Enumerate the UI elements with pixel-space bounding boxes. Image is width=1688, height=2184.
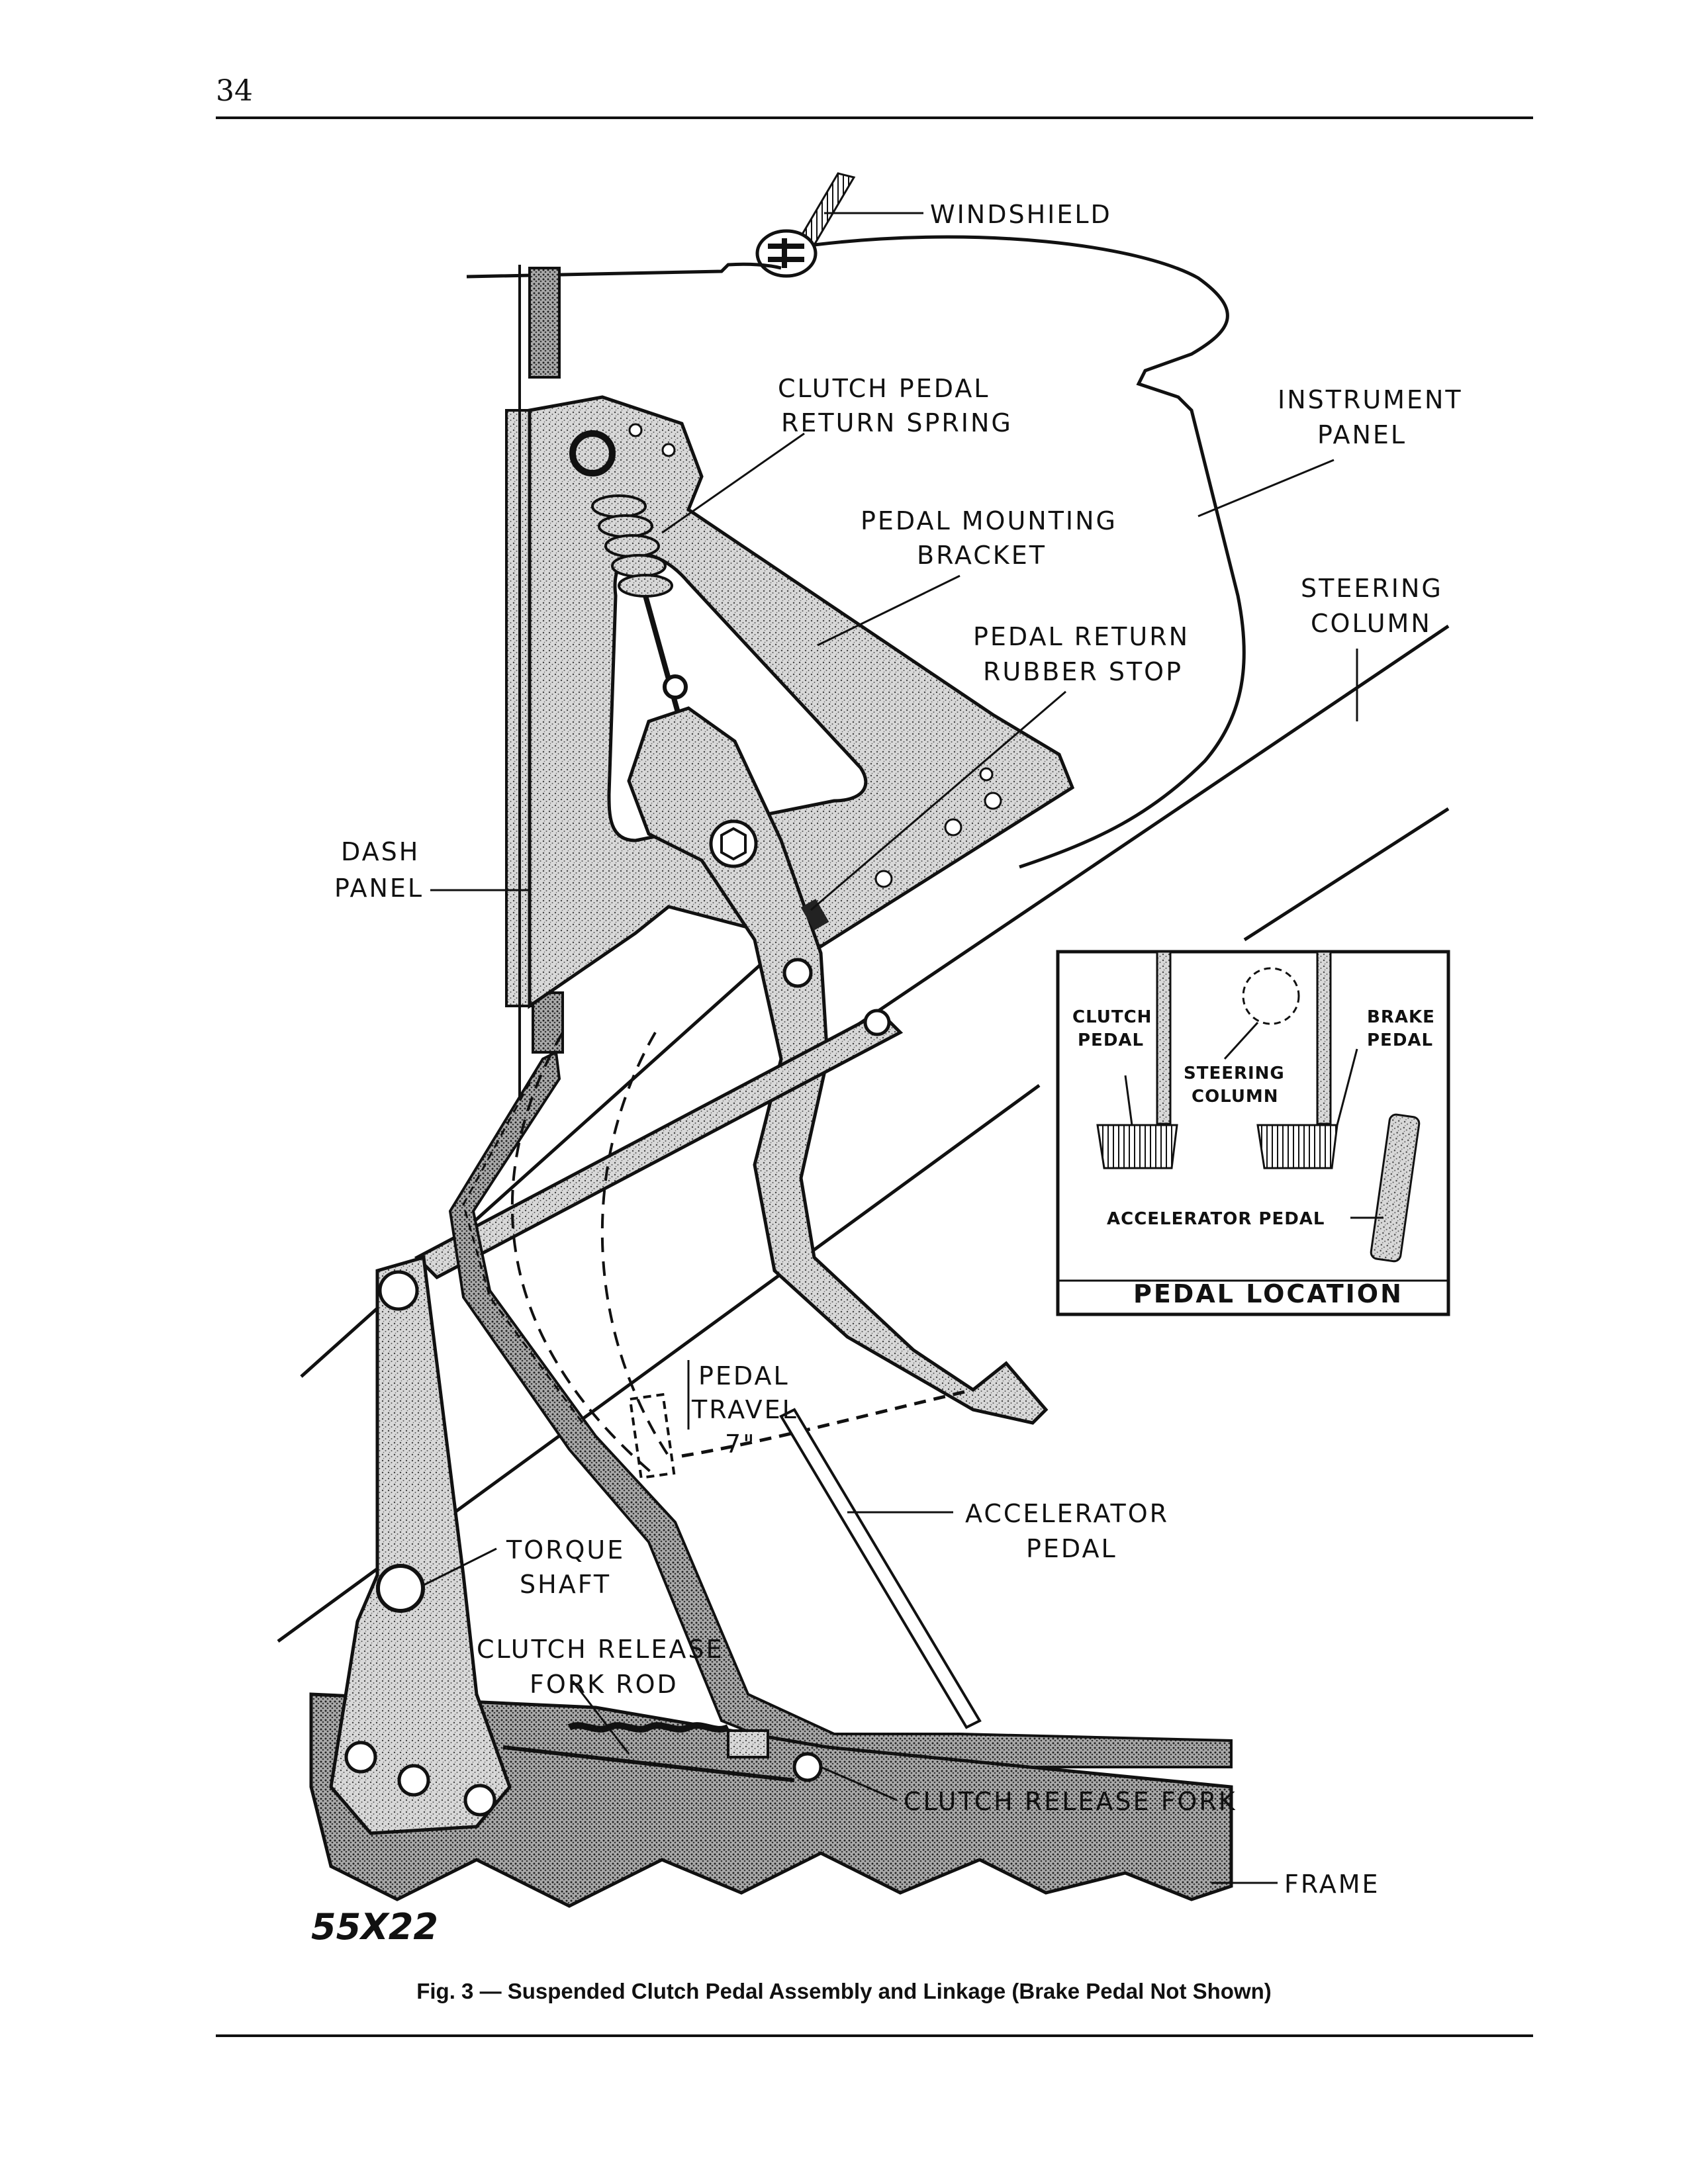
label-clutch-release-fork-rod-line1: CLUTCH RELEASE (477, 1635, 724, 1664)
label-torque-shaft-line2: SHAFT (520, 1570, 611, 1599)
figure-caption: Fig. 3 — Suspended Clutch Pedal Assembly… (416, 1979, 1272, 2003)
release-fork (792, 1752, 823, 1782)
toe-board (448, 1050, 1233, 1768)
instrument-panel-outline (814, 235, 1246, 869)
label-pedal-return-rubber-stop-line1: PEDAL RETURN (973, 622, 1190, 651)
windshield-glass (755, 172, 856, 278)
accelerator-pedal-rod (779, 1408, 982, 1729)
inset-label-brake-pedal-line1: BRAKE (1367, 1007, 1435, 1027)
label-clutch-release-fork: CLUTCH RELEASE FORK (904, 1787, 1237, 1816)
label-instrument-panel-line2: PANEL (1317, 420, 1407, 449)
inset-label-steering-column-line1: STEERING (1184, 1064, 1285, 1083)
label-accelerator-pedal-line2: PEDAL (1026, 1534, 1117, 1563)
footer-rule (216, 2034, 1533, 2037)
inset-label-steering-column-line2: COLUMN (1192, 1087, 1279, 1107)
label-pedal-travel-line1: PEDAL (698, 1361, 790, 1390)
label-torque-shaft-line1: TORQUE (506, 1535, 625, 1565)
release-fork-rod (502, 1745, 795, 1782)
page-number: 34 (216, 74, 253, 108)
rubber-stop (800, 899, 829, 931)
inset-label-accelerator-pedal: ACCELERATOR PEDAL (1107, 1209, 1325, 1229)
label-pedal-travel-value: 7" (725, 1430, 757, 1459)
label-pedal-mounting-bracket-line2: BRACKET (917, 541, 1047, 570)
label-pedal-mounting-bracket-line1: PEDAL MOUNTING (861, 506, 1117, 535)
label-pedal-return-rubber-stop-line2: RUBBER STOP (983, 657, 1183, 686)
label-dash-panel-line2: PANEL (334, 874, 424, 903)
label-clutch-release-fork-rod-line2: FORK ROD (530, 1670, 679, 1699)
label-windshield: WINDSHIELD (930, 200, 1112, 229)
inset-label-clutch-pedal-line2: PEDAL (1078, 1030, 1144, 1050)
inset-label-brake-pedal-line2: PEDAL (1367, 1030, 1433, 1050)
header-rule (216, 116, 1533, 119)
linkage-rod (414, 1010, 904, 1280)
inset-label-clutch-pedal-line1: CLUTCH (1072, 1007, 1152, 1027)
inset-title: PEDAL LOCATION (1133, 1279, 1403, 1308)
label-pedal-travel-line2: TRAVEL (691, 1395, 798, 1424)
frame (309, 1692, 1233, 1908)
torque-shaft (376, 1564, 425, 1613)
label-clutch-pedal-return-spring-line2: RETURN SPRING (781, 408, 1013, 437)
label-dash-panel-line1: DASH (341, 837, 420, 866)
pedal-location-inset: CLUTCH PEDAL BRAKE PEDAL STEERING COLUMN… (1056, 950, 1450, 1316)
label-frame: FRAME (1284, 1870, 1380, 1899)
label-clutch-pedal-return-spring-line1: CLUTCH PEDAL (778, 374, 990, 403)
label-steering-column-line2: COLUMN (1311, 609, 1432, 638)
figure-id: 55X22 (311, 1906, 438, 1948)
torque-shaft-lever (329, 1255, 512, 1835)
clutch-return-spring (569, 430, 688, 716)
label-accelerator-pedal-line1: ACCELERATOR (965, 1499, 1169, 1528)
label-instrument-panel-line1: INSTRUMENT (1278, 385, 1463, 414)
label-steering-column-line1: STEERING (1301, 574, 1443, 603)
